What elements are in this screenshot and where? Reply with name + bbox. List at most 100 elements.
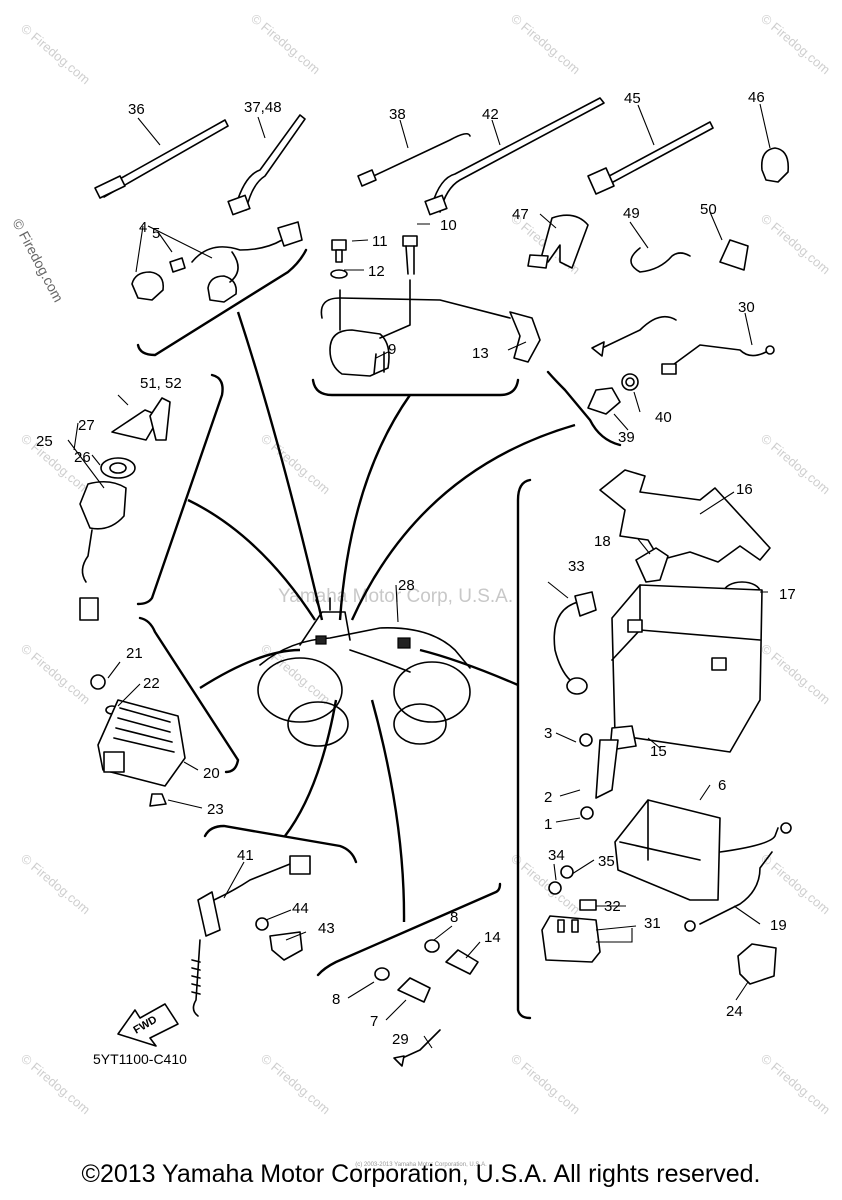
connector-line xyxy=(199,648,301,690)
callout-number: 38 xyxy=(389,106,406,123)
callout-number: 13 xyxy=(472,345,489,362)
watermark-text: © Firedog.com xyxy=(18,1051,93,1117)
copyright-footer: ©2013 Yamaha Motor Corporation, U.S.A. A… xyxy=(81,1160,761,1188)
callout-number: 6 xyxy=(718,777,726,794)
cable-tie-37-48 xyxy=(235,114,306,211)
callout-number: 12 xyxy=(368,263,385,280)
callout-number: 37,48 xyxy=(244,99,282,116)
callout-number: 40 xyxy=(655,409,672,426)
bracket-left xyxy=(136,373,224,606)
callout-number: 47 xyxy=(512,206,529,223)
bracket-top-left xyxy=(136,248,308,357)
callout-number: 32 xyxy=(604,898,621,915)
watermark-layer: © Firedog.com © Firedog.com © Firedog.co… xyxy=(9,11,833,1117)
callout-number: 25 xyxy=(36,433,53,450)
callout-number: 4 xyxy=(139,219,147,236)
callout-number: 19 xyxy=(770,917,787,934)
sensors-group xyxy=(587,315,775,415)
callout-number: 3 xyxy=(544,725,552,742)
bracket-top-center xyxy=(311,378,520,397)
callout-number: 20 xyxy=(203,765,220,782)
connector-line xyxy=(187,498,317,621)
callout-number: 41 xyxy=(237,847,254,864)
group-brackets xyxy=(136,248,622,1020)
callout-number: 11 xyxy=(372,233,388,250)
connector-lines xyxy=(187,311,576,923)
watermark-text: © Firedog.com xyxy=(758,11,833,77)
fine-print: (c) 2003-2013 Yamaha Motor Corporation, … xyxy=(355,1162,487,1168)
cable-tie-45 xyxy=(597,121,714,189)
callout-number: 15 xyxy=(650,743,667,760)
connector-line xyxy=(236,311,324,621)
callout-number: 29 xyxy=(392,1031,409,1048)
callout-number: 23 xyxy=(207,801,224,818)
cable-tie-38 xyxy=(364,132,471,181)
rectifier-group xyxy=(90,674,186,807)
watermark-text: © Firedog.com xyxy=(258,1051,333,1117)
callout-number: 49 xyxy=(623,205,640,222)
callout-number: 17 xyxy=(779,586,796,603)
watermark-text: © Firedog.com xyxy=(758,851,833,917)
callout-number: 34 xyxy=(548,847,565,864)
callout-number: 22 xyxy=(143,675,160,692)
callout-leaders xyxy=(67,103,771,1049)
callout-number: 35 xyxy=(598,853,615,870)
callout-number: 46 xyxy=(748,89,765,106)
connector-line xyxy=(370,699,406,923)
bracket-top-right xyxy=(546,370,622,447)
main-switch-group xyxy=(79,397,171,621)
callout-number: 28 xyxy=(398,577,415,594)
callout-number: 27 xyxy=(78,417,95,434)
bracket-lower-right xyxy=(316,882,502,977)
callout-number: 24 xyxy=(726,1003,743,1020)
watermark-text: © Firedog.com xyxy=(258,431,333,497)
lower-sensors-group xyxy=(374,939,479,1067)
callout-number: 50 xyxy=(700,201,717,218)
callout-number: 7 xyxy=(370,1013,378,1030)
bracket-mid-left xyxy=(138,616,240,774)
watermark-center: Yamaha Motor Corp, U.S.A. xyxy=(278,586,513,607)
callout-number: 8 xyxy=(332,991,340,1008)
callout-number: 26 xyxy=(74,449,91,466)
callout-number: 1 xyxy=(544,816,552,833)
callout-number: 21 xyxy=(126,645,143,662)
callout-number: 44 xyxy=(292,900,309,917)
watermark-text: © Firedog.com xyxy=(18,851,93,917)
callout-number: 9 xyxy=(388,341,396,358)
relay-group xyxy=(541,865,601,963)
connector-line xyxy=(350,423,576,621)
bracket-lower-center xyxy=(203,824,358,864)
callout-number: 43 xyxy=(318,920,335,937)
callout-number: 51, 52 xyxy=(140,375,182,392)
neutral-switch-group xyxy=(191,855,311,1017)
connector-line xyxy=(338,394,411,621)
callout-number: 16 xyxy=(736,481,753,498)
fwd-arrow: FWD xyxy=(117,1003,179,1047)
callout-number: 10 xyxy=(440,217,457,234)
callout-number: 45 xyxy=(624,90,641,107)
cable-ties xyxy=(94,97,790,216)
sensor-group-4 xyxy=(131,221,303,303)
callout-number: 14 xyxy=(484,929,501,946)
watermark-text: © Firedog.com xyxy=(248,11,323,77)
watermark-text: © Firedog.com xyxy=(758,1051,833,1117)
callout-number: 18 xyxy=(594,533,611,550)
callout-number: 5 xyxy=(152,225,160,242)
callout-numbers: 36 37,48 38 42 45 46 4 5 11 12 10 47 49 … xyxy=(36,89,796,1048)
watermark-text: © Firedog.com xyxy=(18,641,93,707)
watermark-text: © Firedog.com xyxy=(758,431,833,497)
watermark-text: © Firedog.com xyxy=(508,851,583,917)
callout-number: 39 xyxy=(618,429,635,446)
cable-tie-42 xyxy=(431,97,605,213)
callout-number: 31 xyxy=(644,915,661,932)
connector-line xyxy=(419,648,519,687)
callout-number: 30 xyxy=(738,299,755,316)
watermark-text: © Firedog.com xyxy=(758,211,833,277)
callout-number: 36 xyxy=(128,101,145,118)
callout-number: 2 xyxy=(544,789,552,806)
battery-group xyxy=(553,469,792,985)
ignition-coil-group xyxy=(320,235,541,377)
watermark-text: © Firedog.com xyxy=(508,11,583,77)
callout-number: 42 xyxy=(482,106,499,123)
